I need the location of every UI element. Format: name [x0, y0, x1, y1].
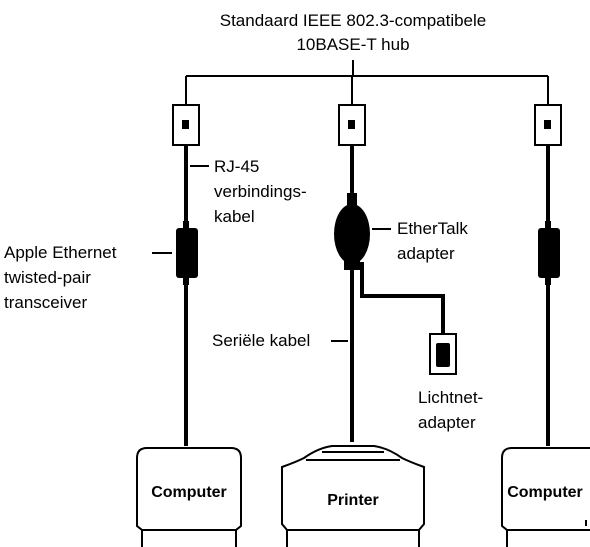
- printer: Printer: [281, 445, 425, 547]
- ethertalk-callout: EtherTalk adapter: [372, 219, 468, 263]
- serial-cable-label: Seriële kabel: [212, 331, 310, 350]
- computer-left: Computer: [136, 447, 242, 547]
- transceiver-right: [538, 221, 560, 285]
- wall-jack-left: [172, 104, 200, 146]
- transceiver-label-line3: transceiver: [4, 293, 87, 312]
- wall-jack-center: [338, 104, 366, 146]
- serial-cable-callout: Seriële kabel: [212, 331, 348, 350]
- computer-left-label: Computer: [151, 484, 227, 501]
- ethertalk-label-line2: adapter: [397, 244, 455, 263]
- hub-label-line1: Standaard IEEE 802.3-compatibele: [220, 11, 487, 30]
- computer-right-label: Computer: [507, 484, 583, 501]
- power-adapter-label-line1: Lichtnet-: [418, 388, 483, 407]
- wall-jack-right: [534, 104, 562, 146]
- ethertalk-label-line1: EtherTalk: [397, 219, 468, 238]
- rj45-label-line1: RJ-45: [214, 157, 259, 176]
- ethertalk-adapter: [334, 193, 370, 270]
- hub-label-line2: 10BASE-T hub: [296, 35, 409, 54]
- computer-right: Computer: [501, 447, 590, 547]
- power-adapter-label-line2: adapter: [418, 413, 476, 432]
- hub-bus: [185, 60, 549, 105]
- rj45-callout: RJ-45 verbindings- kabel: [190, 157, 307, 226]
- transceiver-callout: Apple Ethernet twisted-pair transceiver: [4, 243, 172, 312]
- power-adapter-callout: Lichtnet- adapter: [418, 388, 483, 432]
- transceiver-label-line2: twisted-pair: [4, 268, 91, 287]
- transceiver-left: [176, 221, 198, 285]
- printer-label: Printer: [327, 492, 379, 509]
- power-cable: [360, 262, 445, 345]
- rj45-label-line2: verbindings-: [214, 182, 307, 201]
- transceiver-label-line1: Apple Ethernet: [4, 243, 117, 262]
- power-adapter: [429, 333, 457, 375]
- rj45-label-line3: kabel: [214, 207, 255, 226]
